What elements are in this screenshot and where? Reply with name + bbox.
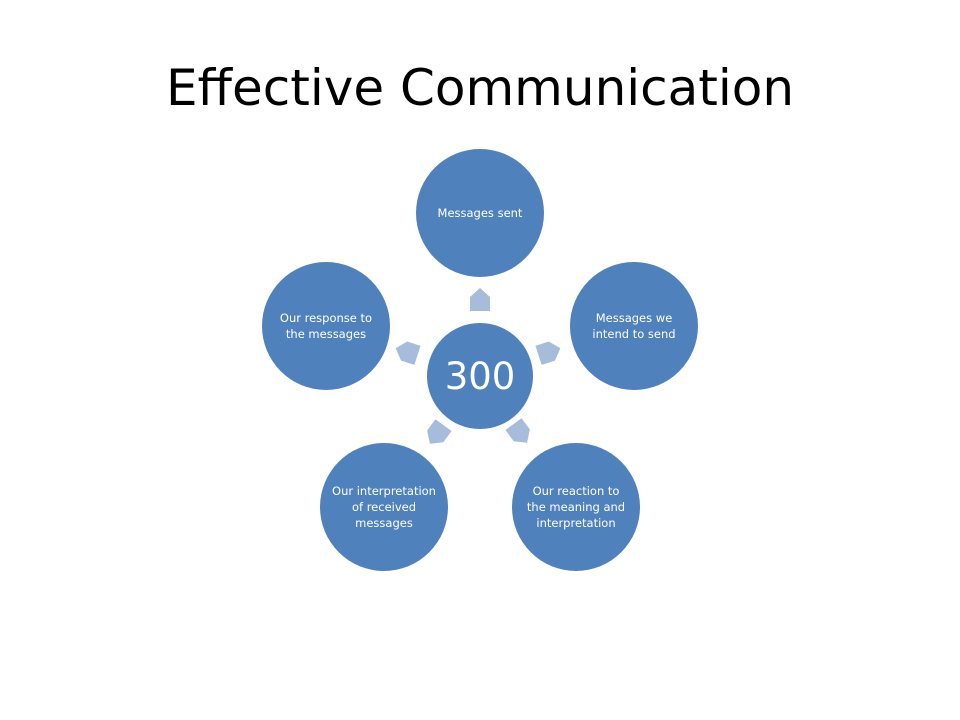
center-label: 300 — [444, 354, 516, 398]
node-label: Our interpretation of received messages — [332, 483, 436, 531]
node-label: Our reaction to the meaning and interpre… — [526, 483, 626, 531]
node-messages-intended: Messages we intend to send — [570, 262, 698, 390]
arrow-to-intended — [535, 341, 561, 365]
node-our-interpretation: Our interpretation of received messages — [320, 443, 448, 571]
node-our-reaction: Our reaction to the meaning and interpre… — [512, 443, 640, 571]
arrow-to-response — [395, 341, 421, 365]
arrow-to-reaction — [505, 418, 530, 443]
node-messages-sent: Messages sent — [416, 149, 544, 277]
node-label: Messages sent — [437, 205, 523, 220]
node-label: Messages we intend to send — [592, 310, 676, 341]
arrow-to-interpretation — [427, 419, 452, 444]
arrow-to-messages-sent — [470, 288, 490, 311]
node-our-response: Our response to the messages — [262, 262, 390, 390]
slide-title: Effective Communication — [165, 59, 795, 117]
node-label: Our response to the messages — [279, 310, 373, 341]
center-circle: 300 — [427, 323, 533, 429]
